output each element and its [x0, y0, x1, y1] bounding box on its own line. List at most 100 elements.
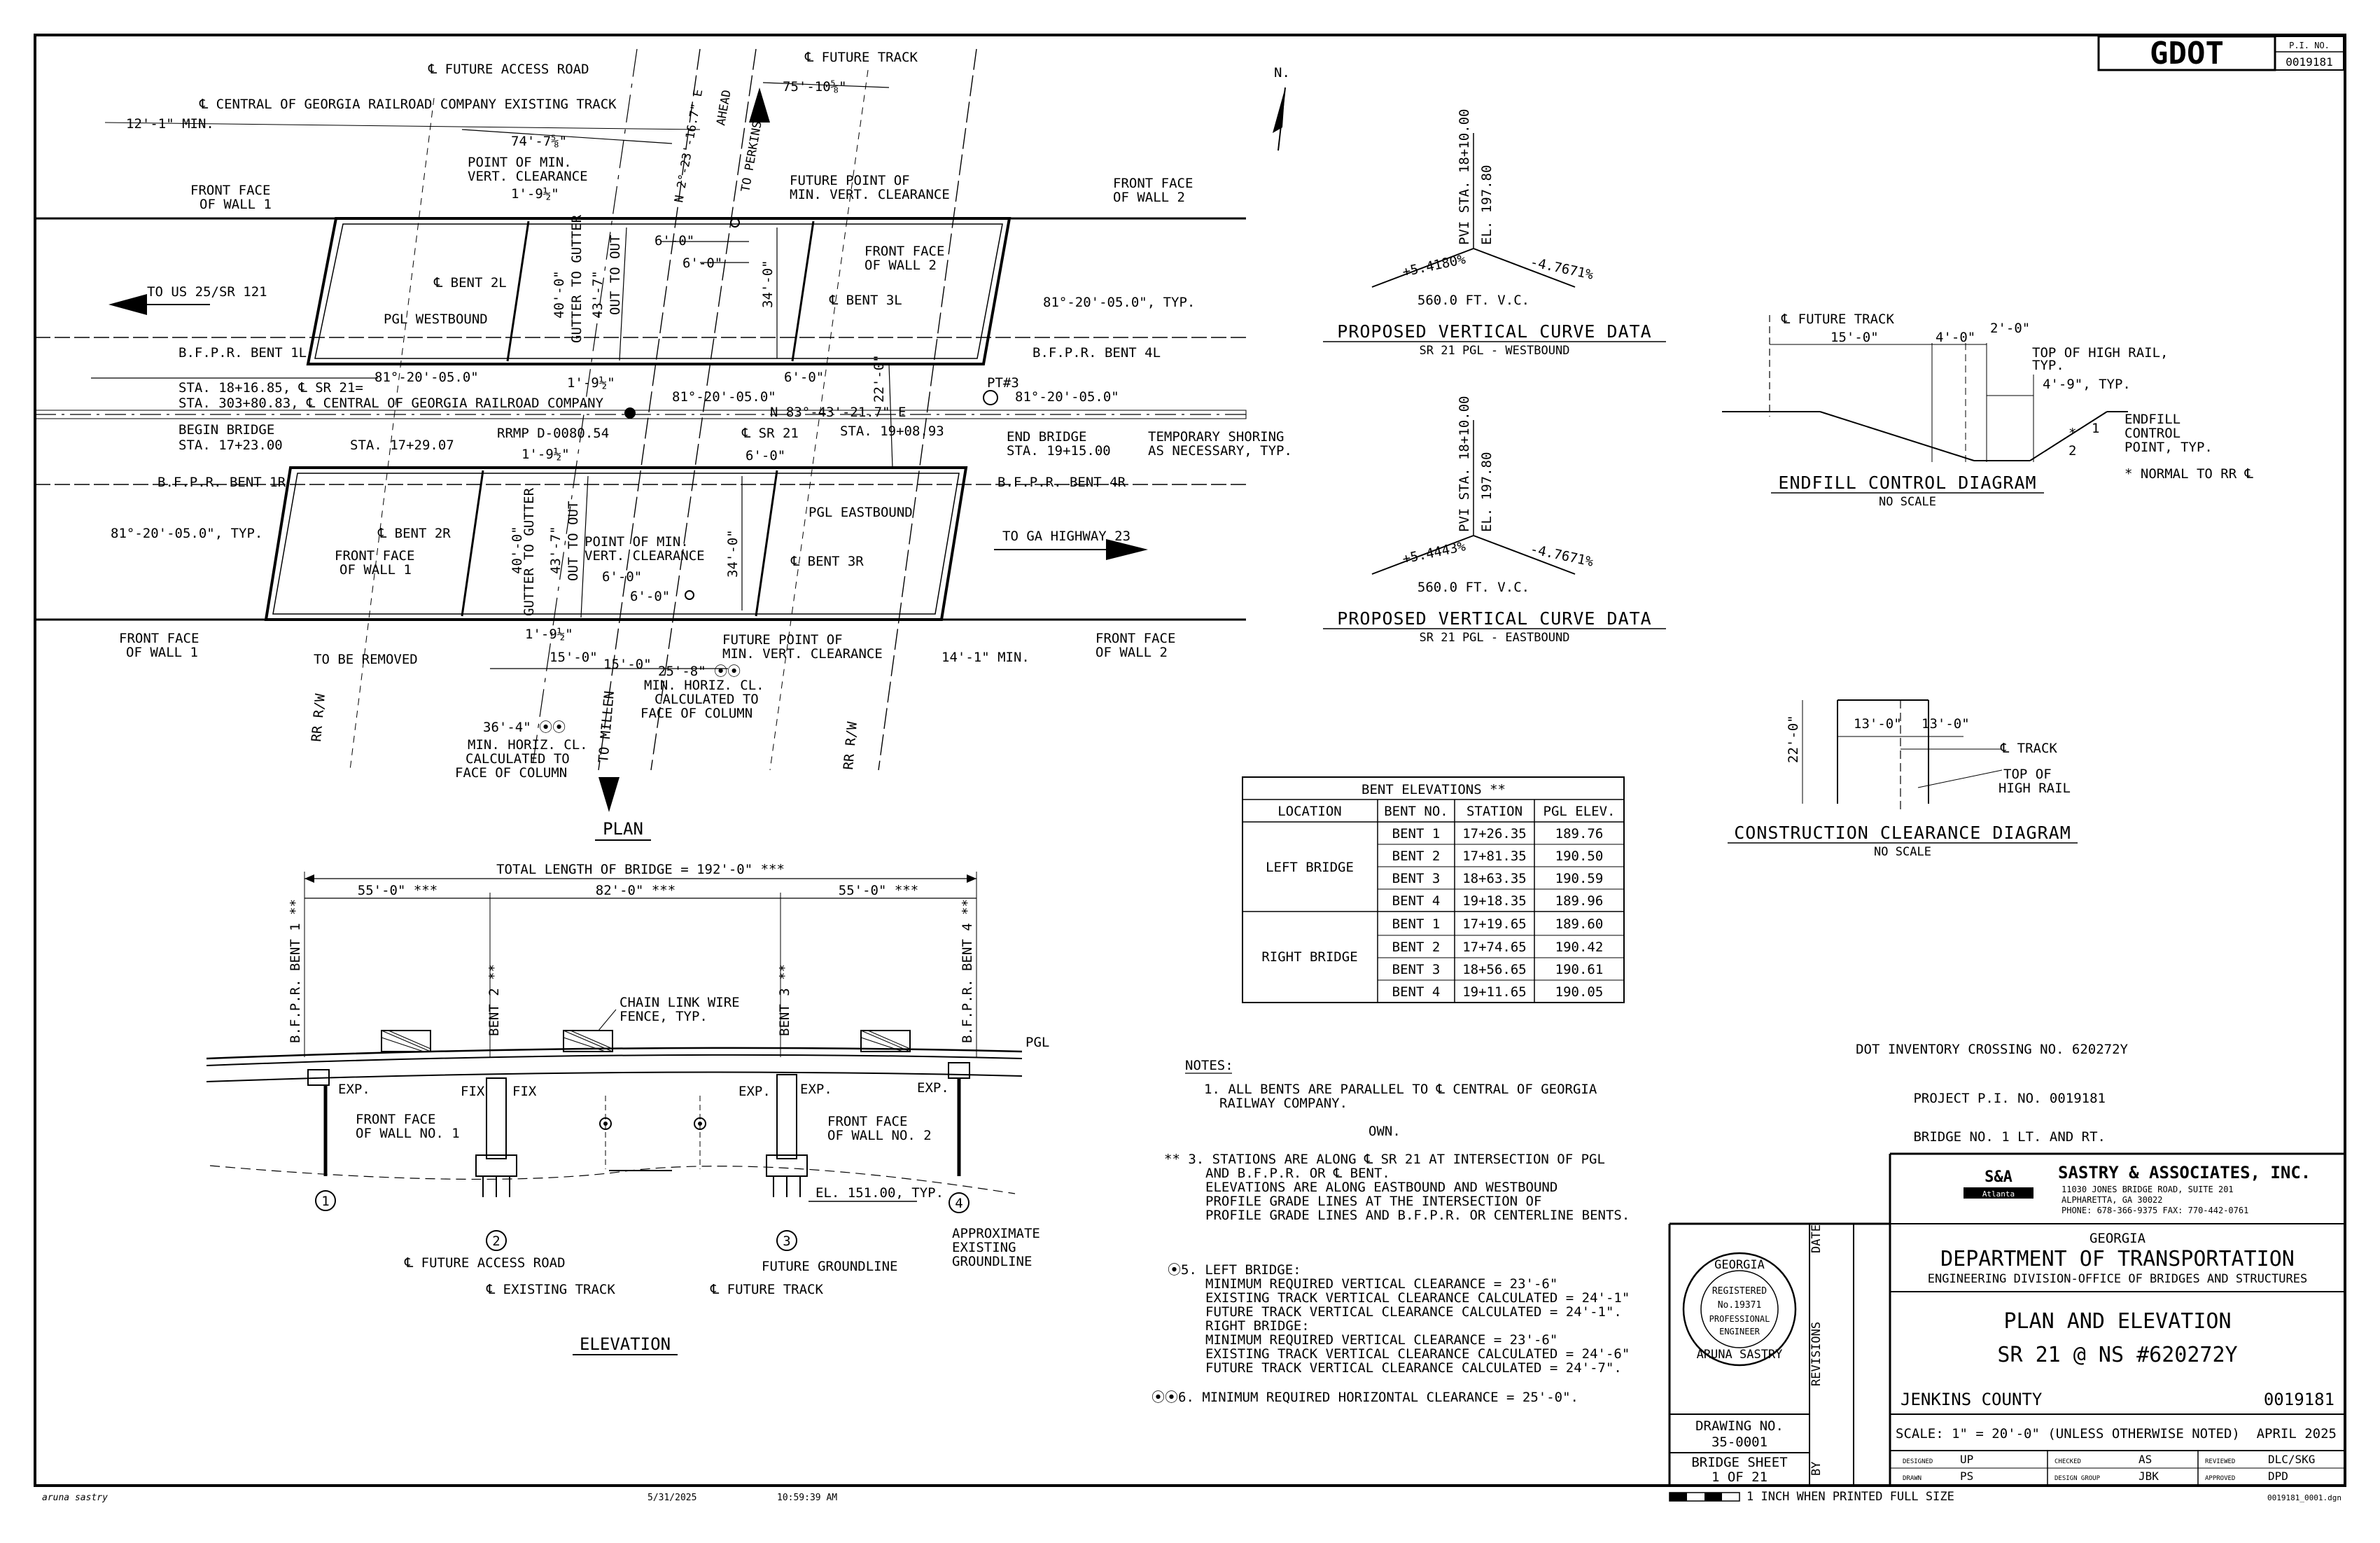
label-bent2l: ℄ BENT 2L	[433, 275, 507, 291]
endfill-d2: 2'-0"	[1990, 321, 2030, 336]
table-cell: 18+63.35	[1462, 871, 1527, 886]
tb-sheet-title: PLAN AND ELEVATION	[2003, 1309, 2231, 1334]
table-cell: BENT 2	[1392, 849, 1441, 864]
label-to-millen: TO MILLEN	[596, 690, 617, 763]
label-dim-1-9-mid: 1'-9½"	[567, 375, 615, 391]
endfill-ctrl-2: CONTROL	[2124, 426, 2180, 441]
table-cell: 189.96	[1555, 893, 1604, 909]
elev-exp-3: EXP.	[800, 1082, 832, 1097]
label-bfpr-1l: B.F.P.R. BENT 1L	[178, 345, 307, 361]
elev-ff2-a: FRONT FACE	[827, 1114, 907, 1129]
endfill-title: ENDFILL CONTROL DIAGRAM	[1778, 473, 2036, 493]
tb-approved: DPD	[2268, 1469, 2288, 1483]
label-dim-34-eb: 34'-0"	[725, 529, 741, 578]
endfill-slope-rise: 1	[2092, 421, 2099, 436]
elev-bent-num-3: 3	[783, 1234, 790, 1249]
pi-label: P.I. NO.	[2289, 41, 2330, 50]
endfill-ctrl-1: ENDFILL	[2124, 412, 2180, 427]
label-dim-34-wb: 34'-0"	[760, 260, 776, 308]
label-min-14: 14'-1" MIN.	[941, 650, 1030, 665]
note-3d: PROFILE GRADE LINES AT THE INTERSECTION …	[1205, 1194, 1541, 1209]
firm-logo-sub: Atlanta	[1982, 1189, 2015, 1199]
label-bfpr-4l: B.F.P.R. BENT 4L	[1032, 345, 1161, 361]
label-sta-int-1: STA. 18+16.85, ℄ SR 21=	[178, 380, 363, 396]
clearance-top-1: TOP OF	[2003, 767, 2052, 782]
tb-date-col: DATE	[1809, 1224, 1823, 1253]
endfill-d4: 4'-0"	[1935, 330, 1975, 345]
endfill-slope-star: *	[2068, 426, 2076, 441]
endfill-top-rail-2: TYP.	[2032, 358, 2064, 373]
plot-footer: aruna sastry 5/31/2025 10:59:39 AM	[42, 1493, 837, 1503]
tb-reviewed: DLC/SKG	[2268, 1453, 2315, 1466]
tb-drawing-no-label: DRAWING NO.	[1695, 1418, 1784, 1434]
label-pgl-wb: PGL WESTBOUND	[384, 312, 488, 327]
label-ff-wall1-bottom-b: OF WALL 1	[126, 645, 198, 660]
tb-sheet-label: BRIDGE SHEET	[1691, 1455, 1787, 1470]
note-5g: EXISTING TRACK VERTICAL CLEARANCE CALCUL…	[1205, 1346, 1630, 1362]
label-rr-rw-right: RR R/W	[841, 721, 860, 771]
label-min-horiz-3a: FACE OF COLUMN	[640, 706, 752, 721]
vertical-curve-eb: PVI STA. 18+10.00 EL. 197.80 +5.4443% -4…	[1323, 396, 1666, 645]
elev-fut-ground: FUTURE GROUNDLINE	[762, 1259, 897, 1274]
label-ff-wall2-a: FRONT FACE	[1113, 176, 1193, 191]
label-point-min-vert-1: POINT OF MIN.	[468, 155, 572, 170]
elev-fut-track: ℄ FUTURE TRACK	[710, 1282, 823, 1297]
tb-scale: SCALE: 1" = 20'-0" (UNLESS OTHERWISE NOT…	[1896, 1426, 2240, 1441]
elev-bent-num-2: 2	[492, 1234, 500, 1249]
note-3c: ELEVATIONS ARE ALONG EASTBOUND AND WESTB…	[1205, 1180, 1558, 1195]
clearance-top-2: HIGH RAIL	[1998, 781, 2071, 796]
elev-el-151: EL. 151.00, TYP.	[816, 1185, 944, 1201]
firm-logo: S&A Atlanta	[1963, 1168, 2033, 1199]
bent-table-header-bent: BENT NO.	[1384, 804, 1448, 819]
label-ff-wall2-deck-a: FRONT FACE	[864, 244, 944, 259]
table-cell: BENT 2	[1392, 940, 1441, 955]
endfill-slope-run: 2	[2068, 443, 2076, 459]
bent-elevations-table: BENT ELEVATIONS ** LOCATION BENT NO. STA…	[1242, 776, 1625, 1003]
elev-bent-1-label: B.F.P.R. BENT 1 **	[288, 899, 303, 1043]
table-row: BENT 4 19+18.35 189.96	[1392, 893, 1604, 909]
tb-by-col: BY	[1809, 1462, 1823, 1476]
endfill-control-diagram: ℄ FUTURE TRACK 15'-0" 4'-0" 2'-0" TOP OF…	[1722, 312, 2254, 509]
elev-bent-4-label: B.F.P.R. BENT 4 **	[960, 899, 975, 1043]
note-6: ⦿⦿6. MINIMUM REQUIRED HORIZONTAL CLEARAN…	[1152, 1390, 1578, 1405]
elev-span-3: 55'-0" ***	[839, 883, 918, 898]
elev-ff1-a: FRONT FACE	[356, 1112, 435, 1127]
tb-dept: DEPARTMENT OF TRANSPORTATION	[1940, 1247, 2295, 1271]
label-skew-typ-top: 81°-20'-05.0", TYP.	[1043, 295, 1195, 310]
endfill-d15: 15'-0"	[1830, 330, 1879, 345]
firm-logo-text: S&A	[1984, 1168, 2012, 1186]
elev-fut-access: ℄ FUTURE ACCESS ROAD	[404, 1255, 566, 1271]
table-cell: 17+26.35	[1462, 826, 1527, 842]
label-out-eb: OUT TO OUT	[566, 501, 581, 581]
footer-time: 10:59:39 AM	[777, 1493, 837, 1503]
clearance-d22: 22'-0"	[1786, 715, 1801, 763]
label-dim-6-d: 6'-0"	[746, 448, 785, 463]
elev-approx-1: APPROXIMATE	[952, 1226, 1040, 1241]
label-dim-1-9-bottom: 1'-9½"	[525, 627, 573, 642]
note-5d: FUTURE TRACK VERTICAL CLEARANCE CALCULAT…	[1205, 1304, 1622, 1320]
vc-eb-subtitle: SR 21 PGL - EASTBOUND	[1420, 631, 1570, 645]
tb-inventory: DOT INVENTORY CROSSING NO. 620272Y	[1856, 1042, 2128, 1057]
elev-span-1: 55'-0" ***	[358, 883, 438, 898]
label-dim-40-eb: 40'-0"	[510, 526, 525, 574]
table-cell: 18+56.65	[1462, 962, 1527, 977]
label-ff-wall1-eb-b: OF WALL 1	[340, 562, 412, 578]
label-point-min-vert-eb-1: POINT OF MIN.	[584, 534, 689, 550]
label-ff-wall2-bottom-b: OF WALL 2	[1096, 645, 1168, 660]
seal-prof: PROFESSIONAL	[1709, 1314, 1770, 1324]
label-temp-shoring-2: AS NECESSARY, TYP.	[1148, 443, 1292, 459]
label-skew-2: 81°-20'-05.0"	[672, 389, 776, 405]
vc-wb-grade-in: +5.4180%	[1401, 251, 1467, 280]
sheet-border	[34, 34, 2346, 1487]
label-rr-rw-left: RR R/W	[309, 693, 328, 743]
tb-drawing-no: 35-0001	[1712, 1434, 1768, 1450]
tb-file: 0019181_0001.dgn	[2267, 1493, 2342, 1502]
engineer-seal: GEORGIA REGISTERED No.19371 PROFESSIONAL…	[1682, 1252, 1797, 1367]
table-cell: BENT 1	[1392, 826, 1441, 842]
label-bent3r: ℄ BENT 3R	[790, 554, 864, 569]
table-cell: 19+18.35	[1462, 893, 1527, 909]
table-cell: BENT 1	[1392, 916, 1441, 932]
north-arrow: N.	[1273, 65, 1290, 151]
label-to-us25: TO US 25/SR 121	[147, 284, 267, 300]
